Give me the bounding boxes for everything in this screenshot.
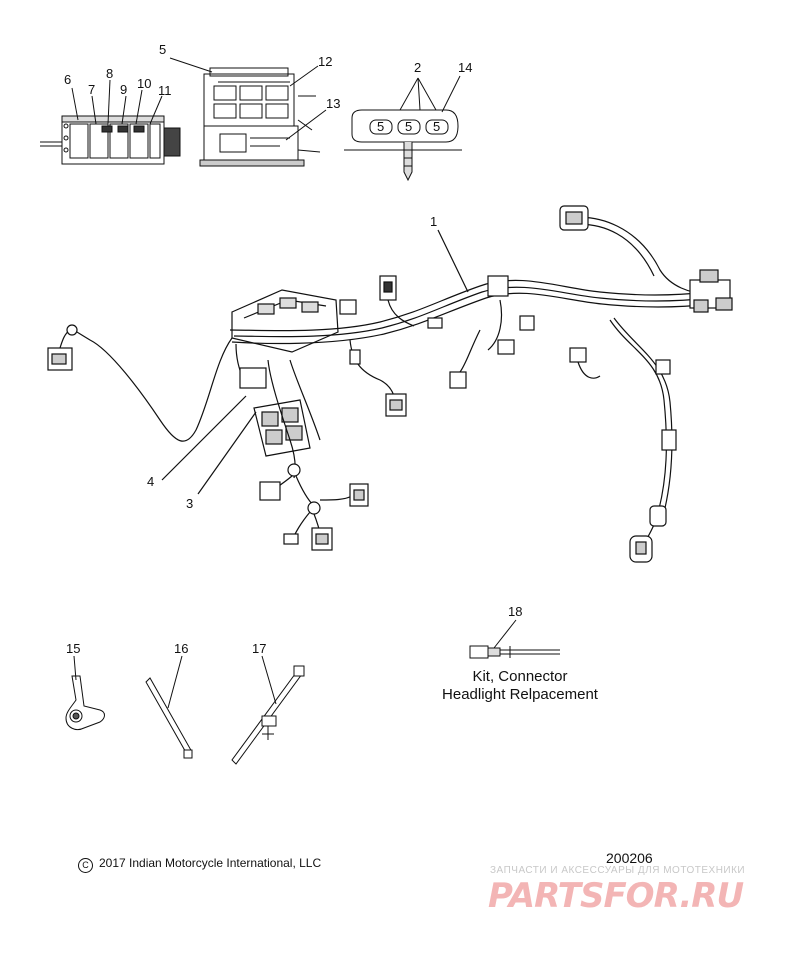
watermark-tagline: ЗАПЧАСТИ И АКСЕССУАРЫ ДЛЯ МОТОТЕХНИКИ xyxy=(490,865,746,876)
copyright: C 2017 Indian Motorcycle International, L… xyxy=(78,856,321,873)
callout-16: 16 xyxy=(174,641,188,656)
kit-label: Kit, Connector Headlight Relpacement xyxy=(420,668,620,704)
fuse-block xyxy=(169,57,327,167)
callout-13: 13 xyxy=(326,96,340,111)
callout-3: 3 xyxy=(186,496,193,511)
callout-8: 8 xyxy=(106,66,113,81)
doc-number: 200206 xyxy=(606,850,653,866)
callout-7: 7 xyxy=(88,82,95,97)
copyright-text: 2017 Indian Motorcycle International, LL… xyxy=(99,856,322,870)
kit-label-line1: Kit, Connector xyxy=(472,668,568,685)
callout-14: 14 xyxy=(458,60,472,75)
callout-15: 15 xyxy=(66,641,80,656)
three-pin-connector xyxy=(344,75,462,182)
cable-tie-part-16 xyxy=(145,655,193,759)
pin-label: 5 xyxy=(377,119,384,134)
fuse-box-side-view xyxy=(40,79,181,165)
main-wiring-harness xyxy=(47,205,733,563)
pin-label: 5 xyxy=(405,119,412,134)
cable-tie-clip-part-17 xyxy=(231,655,305,765)
callout-18: 18 xyxy=(508,604,522,619)
callout-2: 2 xyxy=(414,60,421,75)
callout-17: 17 xyxy=(252,641,266,656)
copyright-icon: C xyxy=(78,858,93,873)
callout-5: 5 xyxy=(159,42,166,57)
kit-label-line2: Headlight Relpacement xyxy=(442,686,598,703)
callout-4: 4 xyxy=(147,474,154,489)
pin-label: 5 xyxy=(433,119,440,134)
callout-11: 11 xyxy=(158,83,172,98)
callout-10: 10 xyxy=(137,76,151,91)
callout-6: 6 xyxy=(64,72,71,87)
connector-kit-part-18 xyxy=(469,619,560,659)
callout-1: 1 xyxy=(430,214,437,229)
callout-12: 12 xyxy=(318,54,332,69)
callout-9: 9 xyxy=(120,82,127,97)
watermark-logo: PARTSFOR.RU xyxy=(488,876,744,916)
clamp-part-15 xyxy=(65,655,105,731)
